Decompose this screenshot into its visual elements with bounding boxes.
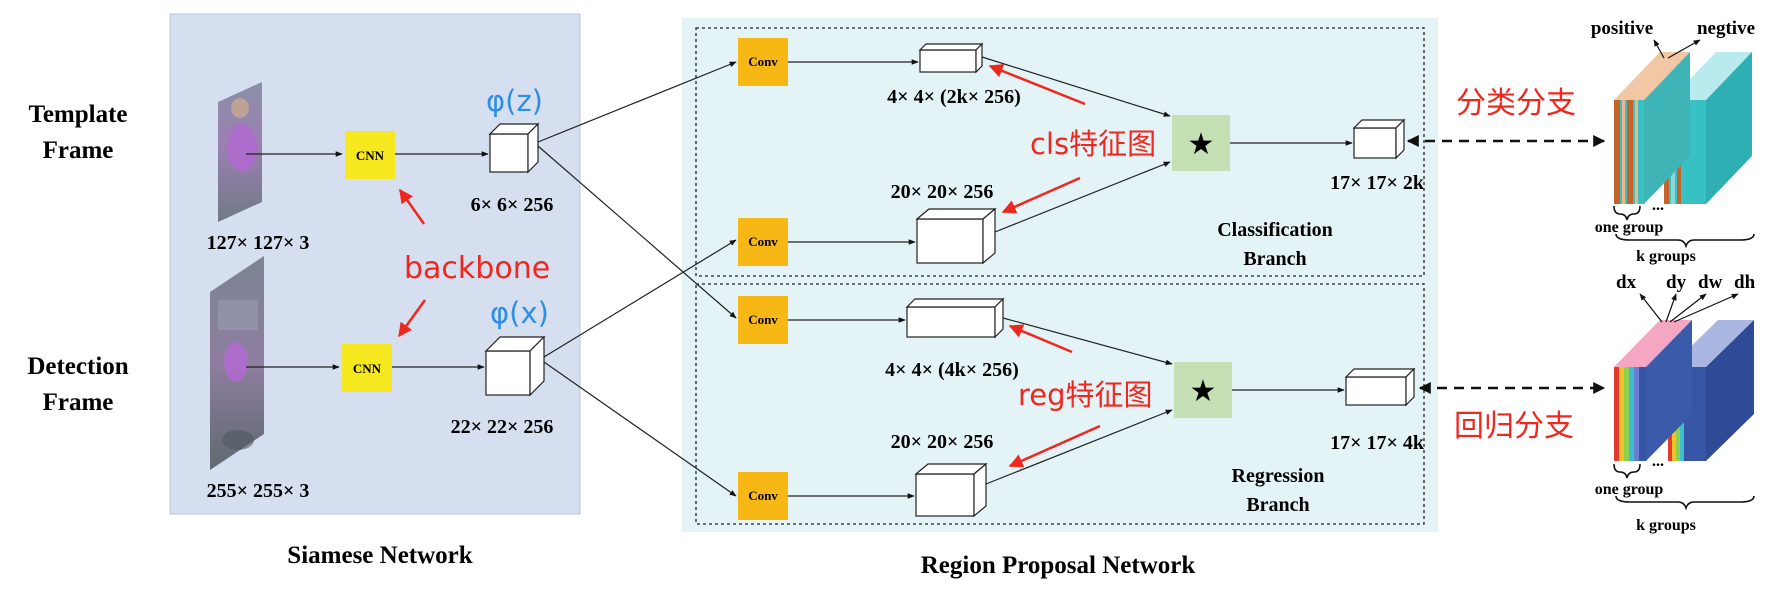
dy-arrow	[1665, 293, 1677, 323]
reg-output-block	[1344, 367, 1416, 407]
reg-feature-annotation: reg特征图	[1018, 378, 1153, 412]
reg-output-size: 17× 17× 4k	[1330, 432, 1425, 454]
conv-box-cls-search	[738, 218, 788, 266]
negative-arrow	[1667, 39, 1701, 59]
arrow-z-to-reg-conv	[537, 145, 737, 319]
conv-label-cls-kernel: Conv	[748, 54, 778, 69]
cls-score-maps	[1614, 52, 1752, 204]
cls-kernel-block	[918, 42, 984, 74]
template-frame-label-2: Frame	[43, 137, 114, 164]
arrow-reg-search-to-star	[985, 409, 1173, 485]
dw-arrow	[1669, 293, 1707, 323]
cls-kernel-size: 4× 4× (2k× 256)	[887, 86, 1021, 108]
template-size-label: 127× 127× 3	[207, 232, 310, 254]
rpn-panel	[682, 18, 1438, 532]
detection-image	[210, 256, 264, 470]
detection-size-label: 255× 255× 3	[207, 480, 310, 502]
x-feature-size: 22× 22× 256	[451, 416, 554, 438]
arrow-cls-search-to-star	[994, 161, 1171, 233]
arrow-reg-kernel-to-star	[1002, 317, 1173, 366]
cnn-box-template	[345, 131, 395, 179]
template-image	[218, 82, 262, 222]
reg-branch-cn-label: 回归分支	[1454, 409, 1574, 444]
cls-search-block	[915, 207, 997, 265]
cls-branch-frame	[695, 27, 1425, 277]
cls-branch-title: Classification	[1217, 219, 1333, 241]
conv-label-reg-search: Conv	[748, 488, 778, 503]
dx-label: dx	[1616, 272, 1637, 293]
negative-label: negtive	[1697, 18, 1755, 39]
z-feature-size: 6× 6× 256	[471, 194, 554, 216]
cnn-label-template: CNN	[356, 148, 385, 163]
cls-feature-annotation: cls特征图	[1030, 127, 1156, 161]
reg-annotation-arrow-down	[1008, 424, 1101, 468]
arrow-z-to-cls-conv	[537, 61, 737, 143]
cnn-label-detection: CNN	[353, 361, 382, 376]
reg-branch-frame	[695, 283, 1425, 525]
cls-output-size: 17× 17× 2k	[1330, 172, 1425, 194]
positive-label: positive	[1591, 18, 1653, 39]
backbone-arrow-up	[398, 188, 426, 225]
rpn-title: Region Proposal Network	[921, 552, 1196, 579]
cls-search-size: 20× 20× 256	[891, 181, 994, 203]
backbone-arrow-down	[397, 299, 427, 338]
reg-kernel-block	[905, 297, 1005, 339]
reg-regression-maps	[1614, 320, 1754, 461]
reg-correlation-op	[1174, 362, 1232, 418]
reg-search-size: 20× 20× 256	[891, 431, 994, 453]
phi-x-label: φ(x)	[490, 296, 549, 330]
cls-k-groups-brace	[1615, 233, 1755, 249]
reg-ellipsis: ...	[1652, 453, 1664, 470]
cls-correlation-op	[1172, 115, 1230, 171]
conv-box-cls-kernel	[738, 38, 788, 86]
arrow-cls-kernel-to-star	[981, 56, 1171, 117]
cnn-box-detection	[342, 344, 392, 392]
cls-one-group-label: one group	[1595, 219, 1664, 236]
dy-label: dy	[1666, 272, 1687, 293]
conv-label-cls-search: Conv	[748, 234, 778, 249]
reg-k-groups-brace	[1615, 495, 1755, 511]
reg-kernel-size: 4× 4× (4k× 256)	[885, 359, 1019, 381]
positive-arrow	[1653, 39, 1665, 59]
arrow-x-to-reg-conv	[543, 361, 737, 497]
dw-label: dw	[1698, 272, 1723, 293]
reg-branch-title: Regression	[1232, 465, 1325, 487]
cls-one-group-brace	[1613, 205, 1641, 221]
cls-output-block	[1352, 118, 1406, 160]
detection-frame-label: Detection	[27, 353, 128, 380]
reg-branch-title-2: Branch	[1246, 494, 1309, 516]
backbone-annotation: backbone	[404, 251, 550, 286]
conv-box-reg-search	[738, 472, 788, 520]
cls-star-icon: ★	[1188, 127, 1215, 162]
dh-label: dh	[1734, 272, 1756, 293]
phi-z-label: φ(z)	[486, 84, 543, 118]
z-feature-cube	[488, 122, 540, 174]
reg-star-icon: ★	[1190, 374, 1217, 409]
cls-ellipsis: ...	[1652, 197, 1664, 214]
detection-frame-label-2: Frame	[43, 389, 114, 416]
reg-one-group-brace	[1613, 463, 1641, 479]
dh-arrow	[1673, 293, 1739, 323]
reg-annotation-arrow-up	[1008, 324, 1073, 354]
conv-label-reg-kernel: Conv	[748, 312, 778, 327]
siamese-network-title: Siamese Network	[287, 542, 472, 569]
conv-box-reg-kernel	[738, 296, 788, 344]
cls-annotation-arrow-up	[988, 64, 1086, 106]
reg-one-group-label: one group	[1595, 481, 1664, 498]
template-frame-label: Template	[28, 101, 127, 128]
reg-k-groups-label: k groups	[1636, 517, 1696, 534]
cls-branch-title-2: Branch	[1243, 248, 1306, 270]
cls-branch-cn-label: 分类分支	[1456, 86, 1576, 121]
cls-k-groups-label: k groups	[1636, 248, 1696, 265]
arrow-x-to-cls-conv	[543, 239, 737, 358]
x-feature-cube	[484, 335, 546, 397]
cls-annotation-arrow-down	[1001, 176, 1081, 214]
reg-search-block	[914, 462, 988, 518]
dx-arrow	[1639, 293, 1663, 323]
